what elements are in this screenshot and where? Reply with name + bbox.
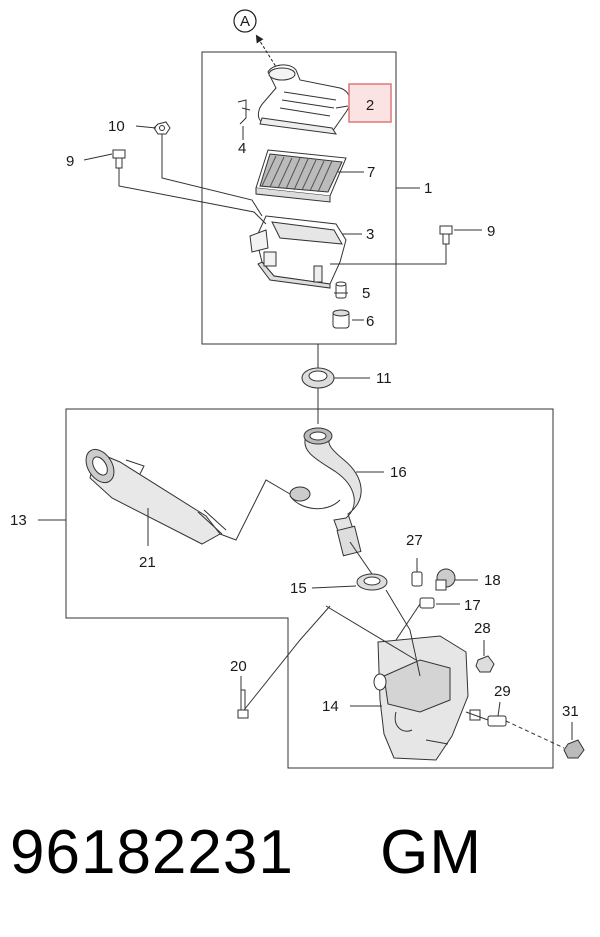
callout-11: 11 — [376, 370, 392, 387]
brand-name: GM — [380, 818, 482, 887]
part-number: 96182231 — [10, 818, 294, 887]
svg-text:A: A — [240, 13, 250, 30]
callout-16: 16 — [390, 464, 407, 481]
hose-part-16 — [289, 427, 362, 557]
cap-part-31 — [563, 739, 585, 759]
bolt-part-9-left — [112, 149, 126, 169]
callout-4: 4 — [238, 140, 246, 157]
callout-21: 21 — [139, 554, 156, 571]
air-filter-element-part — [255, 149, 347, 203]
resonator-part-14 — [373, 635, 469, 761]
callout-20: 20 — [230, 658, 247, 675]
upper-group-box — [201, 51, 397, 345]
callout-29: 29 — [494, 683, 511, 700]
nut-part-28 — [475, 655, 495, 673]
highlight-box — [348, 83, 392, 123]
bolt-part-20 — [237, 689, 249, 719]
callout-28: 28 — [474, 620, 491, 637]
parts-diagram: A — [10, 9, 585, 769]
leader-lines — [38, 105, 573, 749]
intake-pipe-part-21 — [85, 448, 227, 545]
seal-ring-part-11 — [301, 367, 335, 389]
bolt-part-9-right — [439, 225, 453, 245]
nut-part-10 — [153, 121, 171, 135]
grommet-part-5 — [335, 281, 347, 299]
callout-14: 14 — [322, 698, 339, 715]
callout-13: 13 — [10, 512, 27, 529]
callout-labels: 2 4 7 1 3 5 6 10 9 9 11 16 13 21 27 18 1… — [10, 97, 579, 720]
reference-marker-a: A — [233, 9, 279, 71]
air-cleaner-cover-part — [257, 64, 351, 135]
ring-part-15 — [356, 573, 388, 591]
callout-5: 5 — [362, 285, 370, 302]
callout-1: 1 — [424, 180, 432, 197]
bushing-part-6 — [332, 309, 350, 329]
cap-part-18 — [435, 568, 456, 591]
part-number-caption: 96182231 GM — [10, 822, 482, 884]
callout-6: 6 — [366, 313, 374, 330]
callout-9-left: 9 — [66, 153, 74, 170]
callout-3: 3 — [366, 226, 374, 243]
callout-31: 31 — [562, 703, 579, 720]
air-filter-housing-part — [249, 215, 347, 289]
connector-part-17 — [419, 597, 435, 609]
callout-18: 18 — [484, 572, 501, 589]
callout-2: 2 — [366, 97, 374, 114]
callout-15: 15 — [290, 580, 307, 597]
callout-7: 7 — [367, 164, 375, 181]
callout-9-right: 9 — [487, 223, 495, 240]
clip-part — [237, 99, 251, 125]
callout-17: 17 — [464, 597, 481, 614]
valve-part-29 — [469, 709, 507, 727]
callout-27: 27 — [406, 532, 423, 549]
connector-part-27 — [411, 571, 423, 587]
lower-group-box — [65, 408, 554, 769]
callout-10: 10 — [108, 118, 125, 135]
